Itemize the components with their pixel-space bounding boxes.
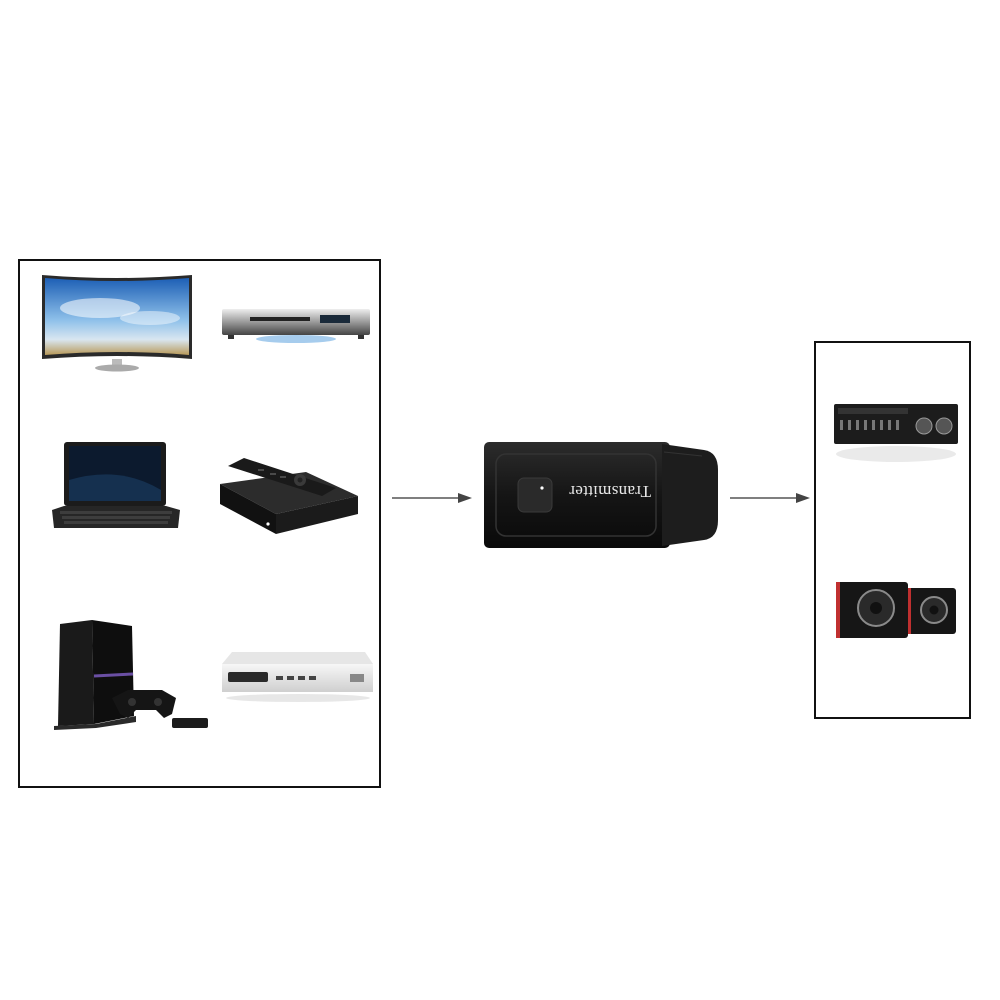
laptop-icon <box>50 440 182 532</box>
arrow-to-output-icon <box>730 490 812 506</box>
output-devices-frame <box>814 341 971 719</box>
amplifier-icon <box>832 402 960 468</box>
arrow-to-transmitter-icon <box>392 490 474 506</box>
game-console-icon <box>52 618 210 730</box>
dvd-player-icon <box>220 305 372 347</box>
monitor-icon <box>40 273 195 373</box>
transmitter-dongle <box>482 440 722 552</box>
set-top-box-icon <box>220 648 375 708</box>
speakers-icon <box>834 578 958 640</box>
tv-box-icon <box>218 452 360 538</box>
transmitter-label: Transmitter <box>569 482 652 501</box>
